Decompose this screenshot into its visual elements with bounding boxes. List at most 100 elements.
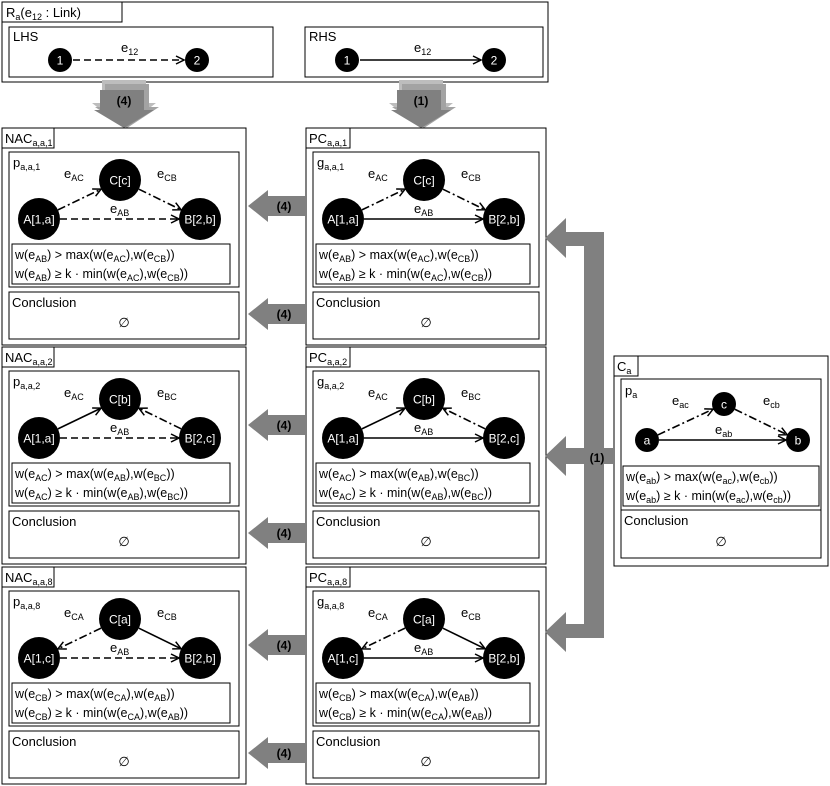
nac-box-2-conclusion-label: Conclusion	[12, 514, 76, 529]
pc-box-3-edge-left	[362, 627, 406, 649]
pc-box-3-title: PCa,a,8	[309, 570, 347, 587]
nac-box-3-edge-left	[58, 627, 102, 649]
nac-box-2-node-left-label: A[1,a]	[23, 432, 54, 446]
pc-box-1-node-left-label: A[1,a]	[327, 213, 358, 227]
pc-box-2-condition-line-1: w(eAC) > max(w(eAB),w(eBC))	[318, 467, 479, 483]
pc-box-1-node-right-label: B[2,b]	[488, 213, 519, 227]
nac-box-1-pattern-label: pa,a,1	[13, 155, 40, 172]
rhs-edge-label: e12	[414, 40, 431, 57]
nac-box-3-edge-right	[138, 627, 181, 649]
ca-conclusion-box	[620, 509, 822, 559]
down-arrow-lhs: (4)	[92, 80, 159, 128]
nac-box-1-title: NACa,a,1	[5, 131, 52, 148]
pc-box-1-node-right	[483, 198, 525, 240]
lhs-box: LHS 1 2 e12	[8, 26, 274, 78]
ca-node-top	[712, 392, 736, 416]
nac-box-3-pattern-label: pa,a,8	[13, 594, 40, 611]
pc-box-3-edge-left-label: eCA	[368, 605, 388, 622]
nac-box-2-condition-line-1: w(eAC) > max(w(eAB),w(eBC))	[14, 467, 175, 483]
nac-box-3-conclusion-box	[8, 730, 240, 779]
pc-box-1-condition-line-1: w(eAB) > max(w(eAC),w(eCB))	[318, 248, 479, 264]
nac-box-2-edge-right	[139, 408, 182, 430]
nac-box-2-edge-left	[57, 408, 101, 430]
nac-box-3-condition-line-1: w(eCB) > max(w(eCA),w(eAB))	[14, 687, 175, 703]
arrow-pc-to-nac-pattern-3-label: (4)	[277, 639, 292, 653]
nac-box-2-edge-left-label: eAC	[64, 385, 84, 402]
rule-title-tab	[1, 1, 123, 23]
nac-box-2-node-left	[18, 417, 60, 459]
down-arrow-lhs-label: (4)	[117, 94, 132, 108]
ca-node-right	[786, 428, 810, 452]
ca-edge-left	[657, 409, 713, 436]
distribution-arrow-label: (1)	[590, 451, 605, 465]
pc-box-1-edge-right	[442, 188, 485, 210]
ca-node-left	[635, 428, 659, 452]
nac-box-2-node-right-label: B[2,c]	[185, 432, 216, 446]
pc-box-1-conclusion-label: Conclusion	[316, 295, 380, 310]
ca-node-right-label: b	[795, 434, 802, 448]
pc-box-2-node-left-label: A[1,a]	[327, 432, 358, 446]
pc-box-1-conclusion-box	[312, 291, 540, 340]
pc-box-2-node-left	[322, 417, 364, 459]
nac-box-3-node-right-label: B[2,b]	[184, 652, 215, 666]
arrow-pc-to-nac-conclusion-3-label: (4)	[277, 747, 292, 761]
nac-box-2-pattern-label: pa,a,2	[13, 374, 40, 391]
nac-box-2-empty-set: ∅	[118, 534, 129, 549]
pc-box-3-pattern-label: ga,a,8	[317, 594, 344, 611]
pc-box-2-node-top	[403, 378, 445, 420]
arrow-pc-to-nac-pattern-3: (4)	[248, 629, 306, 661]
nac-box-3-node-top-label: C[a]	[109, 613, 131, 627]
ca-condition-line-1: w(eab) > max(w(eac),w(ecb))	[625, 470, 778, 486]
rule-title: Ra(e12 : Link)	[6, 5, 81, 22]
pc-box-3-empty-set: ∅	[420, 754, 431, 769]
nac-box-2-edge-bottom-label: eAB	[110, 420, 129, 437]
pc-box-2-condition: w(eAC) > max(w(eAB),w(eBC))w(eAC) ≥ k · …	[315, 462, 531, 504]
arrow-pc-to-nac-conclusion-2: (4)	[248, 517, 306, 549]
pc-box-2-edge-bottom-label: eAB	[414, 420, 433, 437]
lhs-node-1	[48, 48, 72, 72]
nac-box-1-edge-right	[138, 188, 181, 210]
nac-box-1-condition-line-1: w(eAB) > max(w(eAC),w(eCB))	[14, 248, 175, 264]
rhs-box: RHS 1 2 e12	[304, 26, 544, 78]
pc-box-3-conclusion-box	[312, 730, 540, 779]
pc-box-1-edge-right-label: eCB	[461, 166, 481, 183]
nac-box-1-node-left	[18, 198, 60, 240]
nac-box-1-edge-right-label: eCB	[157, 166, 177, 183]
arrow-pc-to-nac-conclusion-1: (4)	[248, 298, 306, 330]
arrow-pc-to-nac-pattern-2: (4)	[248, 409, 306, 441]
arrow-pc-to-nac-conclusion-3: (4)	[248, 737, 306, 769]
nac-box-2-node-top-label: C[b]	[109, 393, 131, 407]
nac-box-1-conclusion-box	[8, 291, 240, 340]
pc-box-1-condition-line-2: w(eAB) ≥ k · min(w(eAC),w(eCB))	[318, 267, 492, 283]
ca-condition-line-2: w(eab) ≥ k · min(w(eac),w(ecb))	[625, 489, 791, 505]
pc-box-1-pattern-label: ga,a,1	[317, 155, 344, 172]
nac-box-2-node-right	[179, 417, 221, 459]
pc-box-1-node-top	[403, 159, 445, 201]
nac-box-3-edge-right-label: eCB	[157, 605, 177, 622]
ca-edge-bottom-label: eab	[715, 422, 732, 439]
lhs-node-2	[185, 48, 209, 72]
pc-box-2-edge-left	[361, 408, 405, 430]
nac-box-2-title: NACa,a,2	[5, 350, 52, 367]
pc-box-1-title: PCa,a,1	[309, 131, 347, 148]
distribution-arrow: (1)	[545, 218, 614, 652]
pc-box-2-conclusion-label: Conclusion	[316, 514, 380, 529]
lhs-node-1-label: 1	[57, 54, 64, 68]
pc-box-1-edge-left	[361, 189, 405, 211]
pc-box-3-edge-right-label: eCB	[461, 605, 481, 622]
pc-box-2-edge-right-label: eBC	[461, 385, 481, 402]
pc-box-1-condition: w(eAB) > max(w(eAC),w(eCB)) w(eAB) ≥ k · …	[315, 243, 531, 285]
arrow-pc-to-nac-conclusion-1-label: (4)	[277, 308, 292, 322]
pc-box-3-edge-bottom-label: eAB	[414, 640, 433, 657]
ca-box-title: Ca	[617, 359, 631, 376]
ca-edge-right	[734, 408, 787, 435]
rhs-node-1	[335, 48, 359, 72]
nac-box-1-empty-set: ∅	[118, 315, 129, 330]
lhs-node-2-label: 2	[194, 54, 201, 68]
nac-box-1-conclusion-label: Conclusion	[12, 295, 76, 310]
